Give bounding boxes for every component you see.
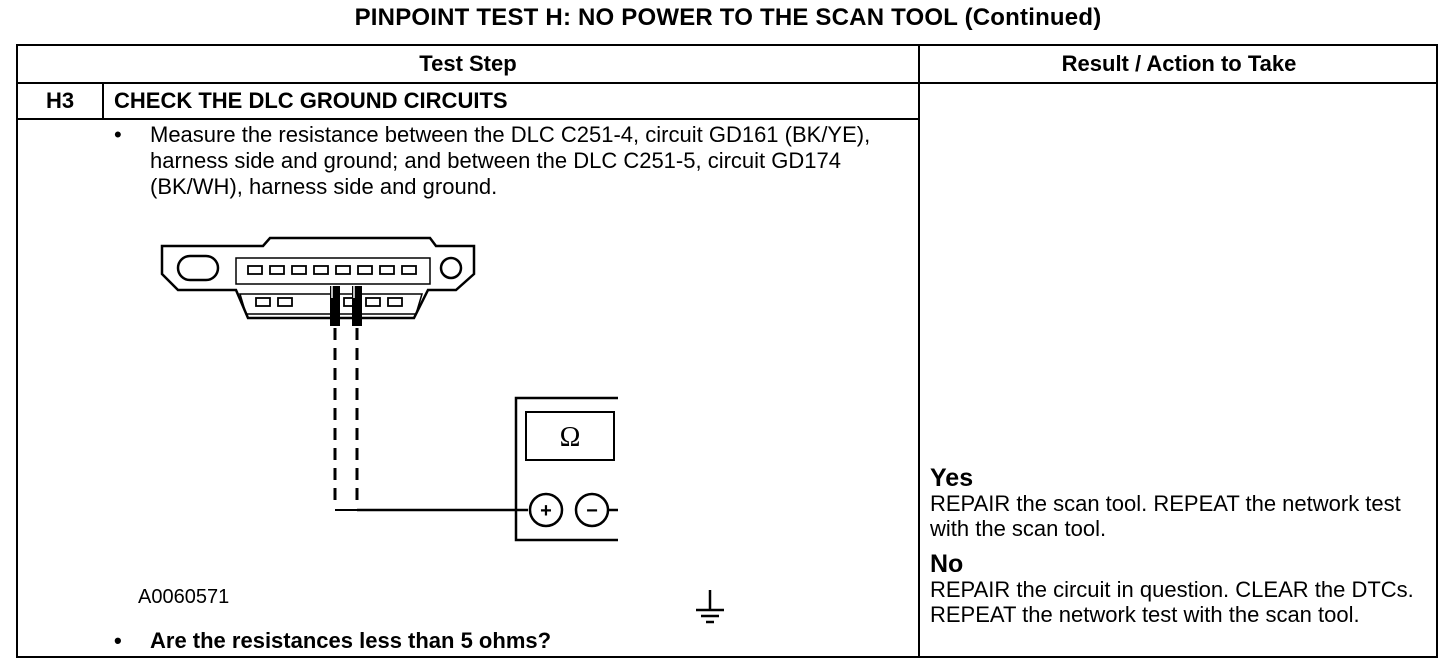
step-title-divider: [18, 118, 918, 120]
dlc-ground-diagram: Ω + −: [160, 236, 618, 542]
bullet-marker: •: [114, 122, 122, 147]
meter-terminals: [528, 492, 610, 528]
page-title: PINPOINT TEST H: NO POWER TO THE SCAN TO…: [354, 4, 1102, 31]
dlc-connector: [160, 236, 476, 320]
ohmmeter: [514, 396, 618, 542]
minus-terminal-label: −: [586, 500, 598, 522]
step-id: H3: [45, 88, 75, 113]
header-result-action: Result / Action to Take: [1061, 51, 1297, 76]
result-no-action: REPAIR the circuit in question. CLEAR th…: [930, 577, 1414, 627]
header-test-step: Test Step: [419, 51, 517, 76]
ohm-symbol: Ω: [560, 422, 581, 453]
connector-pins-top: [247, 265, 417, 275]
column-divider: [918, 46, 920, 656]
plus-terminal-label: +: [540, 500, 552, 522]
step-title: CHECK THE DLC GROUND CIRCUITS: [114, 88, 508, 113]
test-probes: [330, 286, 362, 326]
result-no-label: No: [930, 550, 964, 578]
step-id-divider: [102, 82, 104, 118]
result-no: No REPAIR the circuit in question. CLEAR…: [930, 550, 1425, 628]
step-instruction: Measure the resistance between the DLC C…: [150, 122, 871, 199]
ground-icon: [696, 590, 724, 624]
figure-code: A0060571: [138, 586, 230, 608]
bullet-marker: •: [114, 628, 122, 653]
pinpoint-table: Test Step Result / Action to Take H3 CHE…: [16, 44, 1438, 658]
result-yes-action: REPAIR the scan tool. REPEAT the network…: [930, 491, 1401, 541]
result-yes: Yes REPAIR the scan tool. REPEAT the net…: [930, 464, 1420, 542]
header-divider: [18, 82, 1436, 84]
step-question: Are the resistances less than 5 ohms?: [150, 628, 552, 653]
connector-pins-bottom: [255, 297, 403, 307]
test-leads: [333, 328, 618, 512]
result-yes-label: Yes: [930, 464, 974, 492]
